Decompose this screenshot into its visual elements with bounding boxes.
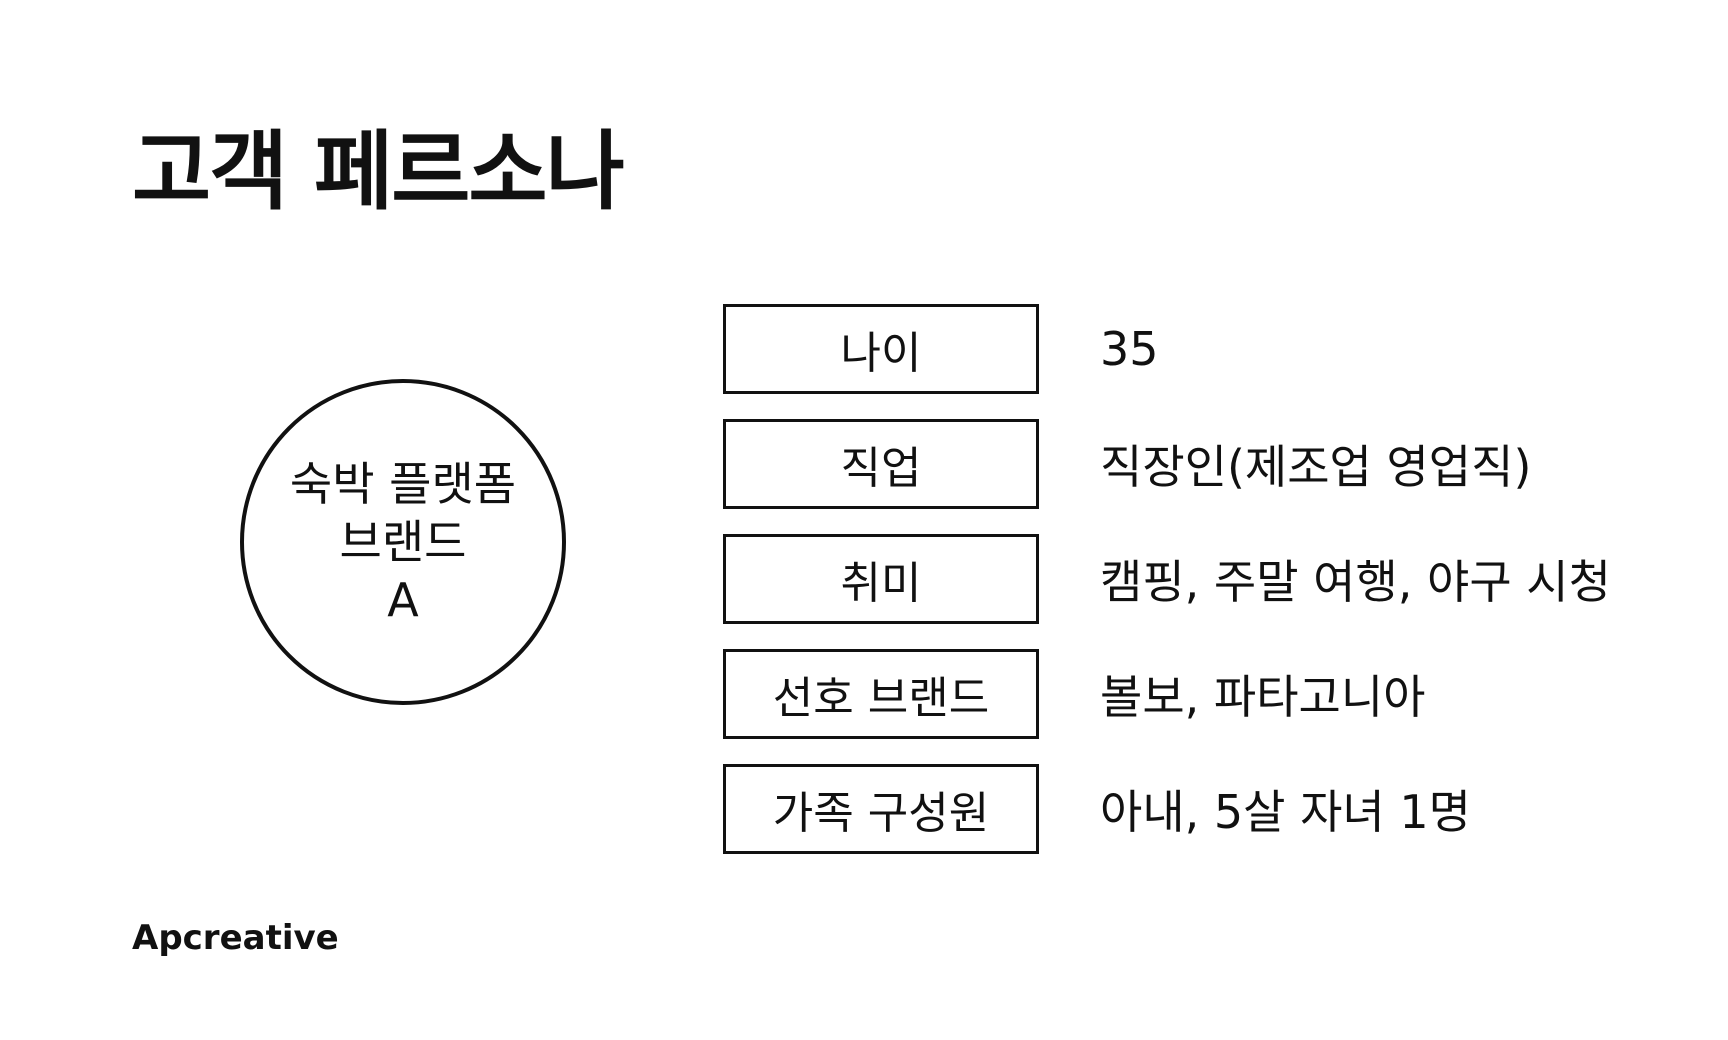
attribute-label-age: 나이 bbox=[723, 304, 1039, 394]
avatar-text-line-2: 브랜드 bbox=[339, 515, 467, 569]
attribute-label-hobby: 취미 bbox=[723, 534, 1039, 624]
attribute-value-hobby: 캠핑, 주말 여행, 야구 시청 bbox=[1100, 555, 1611, 609]
avatar-text-line-3: A bbox=[387, 573, 419, 627]
attribute-value-preferred-brand: 볼보, 파타고니아 bbox=[1100, 670, 1426, 724]
attribute-label-preferred-brand: 선호 브랜드 bbox=[723, 649, 1039, 739]
attribute-label-family: 가족 구성원 bbox=[723, 764, 1039, 854]
attribute-value-age: 35 bbox=[1100, 322, 1159, 376]
avatar-text-line-1: 숙박 플랫폼 bbox=[289, 457, 517, 511]
page-title: 고객 페르소나 bbox=[132, 122, 625, 222]
attribute-value-job: 직장인(제조업 영업직) bbox=[1100, 440, 1532, 494]
attribute-label-job: 직업 bbox=[723, 419, 1039, 509]
footer-brand-name: Apcreative bbox=[132, 918, 339, 958]
persona-avatar-circle: 숙박 플랫폼 브랜드 A bbox=[240, 379, 566, 705]
attribute-value-family: 아내, 5살 자녀 1명 bbox=[1100, 785, 1471, 839]
